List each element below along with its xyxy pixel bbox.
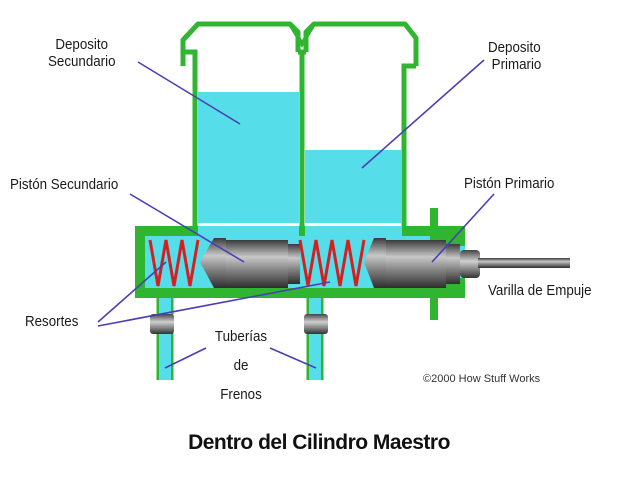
pointer-resortes-1 xyxy=(97,261,167,323)
reservoir-secondary-wall xyxy=(180,49,198,226)
fluid-secondary-reservoir xyxy=(198,92,299,223)
copyright-text: ©2000 How Stuff Works xyxy=(423,373,541,385)
label-tuberias-de-frenos: Tuberías de Frenos xyxy=(206,329,276,404)
piston-primary-cap xyxy=(446,244,460,284)
spring-secondary xyxy=(148,239,200,287)
piston-secondary-tail xyxy=(288,244,300,284)
pointer-tuberias-left xyxy=(164,347,207,369)
push-rod xyxy=(478,258,570,268)
brake-line-right-wall xyxy=(306,298,324,380)
label-deposito-secundario: Deposito Secundario xyxy=(48,37,115,71)
check-valve-right xyxy=(304,314,328,334)
label-tuberias-line1: Tuberías xyxy=(214,329,268,345)
label-piston-primario: Pistón Primario xyxy=(464,176,555,192)
reservoir-center-wall xyxy=(298,49,306,226)
pointer-deposito-primario xyxy=(361,59,485,169)
reservoir-primary-wall xyxy=(401,63,416,226)
piston-secondary-head xyxy=(200,238,226,288)
fluid-primary-reservoir xyxy=(305,150,402,223)
reservoir-lid-right xyxy=(303,21,419,66)
pointer-resortes-2 xyxy=(97,281,331,327)
label-tuberias-line3: Frenos xyxy=(220,387,262,403)
flange-gap xyxy=(438,298,465,320)
label-deposito-primario: Deposito Primario xyxy=(488,40,541,74)
label-deposito-primario-line2: Primario xyxy=(491,57,542,73)
label-varilla-de-empuje: Varilla de Empuje xyxy=(488,283,592,299)
pointer-lines xyxy=(97,59,495,369)
piston-primary-cap-2 xyxy=(460,250,480,278)
label-piston-secundario: Pistón Secundario xyxy=(10,177,119,193)
label-deposito-primario-line1: Deposito xyxy=(488,40,541,56)
label-deposito-secundario-line1: Deposito xyxy=(55,37,109,53)
check-valve-left xyxy=(150,314,174,334)
pointer-deposito-secundario xyxy=(137,61,241,125)
port-primary xyxy=(305,226,402,236)
pointer-tuberias-right xyxy=(269,347,317,369)
label-tuberias-line2: de xyxy=(233,358,249,374)
diagram-caption: Dentro del Cilindro Maestro xyxy=(188,431,450,454)
piston-primary-body xyxy=(386,240,446,288)
piston-primary-head xyxy=(364,238,386,288)
label-deposito-secundario-line2: Secundario xyxy=(48,54,116,70)
piston-secondary-body xyxy=(226,240,288,288)
pointer-piston-primario xyxy=(431,193,495,263)
spring-primary xyxy=(298,239,366,287)
reservoir-lid-notch xyxy=(288,22,316,48)
pointer-piston-secundario xyxy=(129,193,245,263)
label-resortes: Resortes xyxy=(25,314,79,330)
port-secondary xyxy=(198,226,299,236)
reservoir-lid-left xyxy=(180,21,301,52)
